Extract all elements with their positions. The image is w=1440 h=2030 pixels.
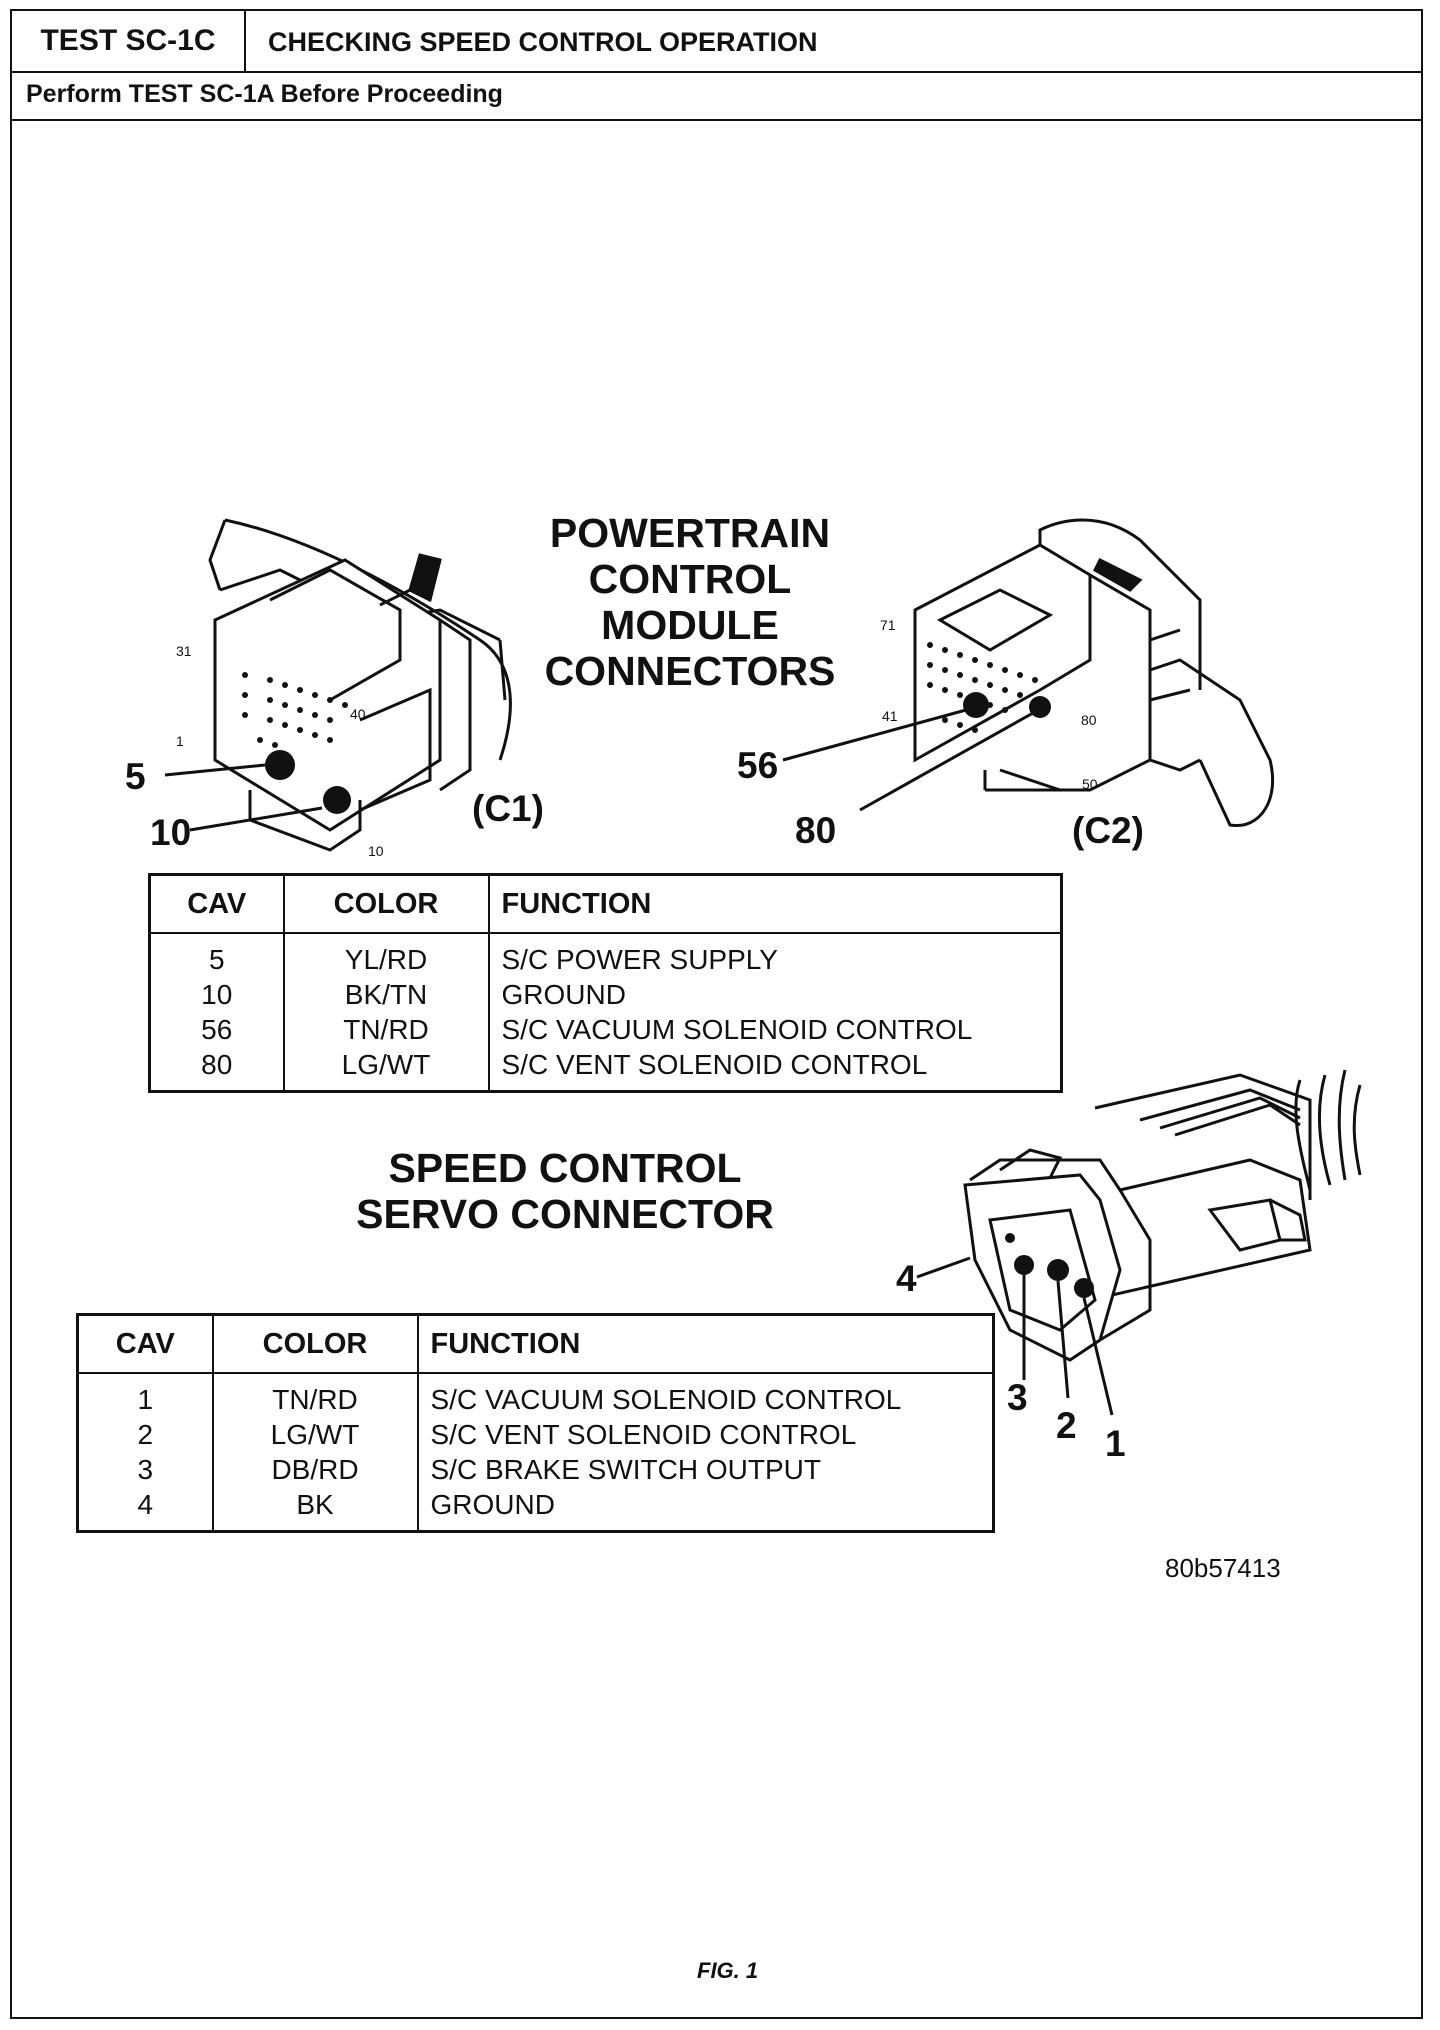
table-cell: YL/RD (344, 944, 428, 975)
table-cell: BK/TN (344, 979, 428, 1010)
pcm-connectors-title: POWERTRAIN CONTROL MODULE CONNECTORS (520, 510, 860, 694)
pcm-color-column: YL/RD BK/TN TN/RD LG/WT (282, 933, 490, 1092)
servo-color-column: TN/RD LG/WT DB/RD BK (211, 1373, 419, 1532)
servo-callout-2: 2 (1056, 1405, 1077, 1446)
table-cell: GROUND (430, 1489, 555, 1520)
pcm-wiring-table: CAV COLOR FUNCTION 5 10 56 80 YL/RD BK/T… (148, 873, 1063, 1093)
table-cell: S/C VENT SOLENOID CONTROL (501, 1049, 928, 1080)
table-cell: S/C BRAKE SWITCH OUTPUT (430, 1454, 821, 1485)
figure-caption: FIG. 1 (697, 1958, 759, 1983)
table-cell: 80 (201, 1049, 233, 1080)
servo-col-cav: CAV (76, 1313, 214, 1374)
c1-pin-10: 10 (368, 843, 384, 859)
c2-pin-41: 41 (882, 708, 898, 724)
table-cell: 5 (208, 944, 225, 975)
table-cell: TN/RD (343, 1014, 429, 1045)
table-cell: TN/RD (272, 1384, 358, 1415)
table-cell: S/C VENT SOLENOID CONTROL (430, 1419, 857, 1450)
c1-callout-5: 5 (125, 756, 146, 797)
c2-callout-80: 80 (795, 810, 837, 851)
c2-pin-80: 80 (1081, 712, 1097, 728)
pcm-col-color: COLOR (282, 873, 490, 934)
c1-callout-10: 10 (150, 812, 192, 853)
table-cell: BK (296, 1489, 334, 1520)
servo-callout-4: 4 (896, 1258, 917, 1299)
c2-callout-56: 56 (737, 745, 779, 786)
servo-cav-column: 1 2 3 4 (76, 1373, 214, 1532)
page-frame: TEST SC-1C CHECKING SPEED CONTROL OPERAT… (10, 9, 1423, 2019)
servo-col-color: COLOR (211, 1313, 419, 1374)
table-cell: DB/RD (271, 1454, 359, 1485)
c2-pin-71: 71 (880, 617, 896, 633)
table-cell: 1 (137, 1384, 154, 1415)
table-cell: 2 (137, 1419, 154, 1450)
servo-callout-3: 3 (1007, 1377, 1028, 1418)
c1-pin-40: 40 (350, 706, 366, 722)
figure-code: 80b57413 (1165, 1553, 1281, 1583)
pcm-title-line-2: CONTROL (588, 556, 792, 602)
pcm-col-function: FUNCTION (487, 873, 1063, 934)
prerequisite-note: Perform TEST SC-1A Before Proceeding (26, 80, 503, 108)
pcm-col-cav: CAV (148, 873, 285, 934)
header-row: TEST SC-1C CHECKING SPEED CONTROL OPERAT… (12, 11, 1421, 73)
table-cell: GROUND (501, 979, 626, 1010)
table-cell: S/C VACUUM SOLENOID CONTROL (501, 1014, 973, 1045)
test-id: TEST SC-1C (12, 11, 246, 71)
servo-col-function: FUNCTION (416, 1313, 995, 1374)
c1-pin-1: 1 (176, 733, 184, 749)
c1-pin-31: 31 (176, 643, 192, 659)
c2-label: (C2) (1072, 810, 1144, 851)
table-cell: 56 (201, 1014, 233, 1045)
pcm-title-line-1: POWERTRAIN (549, 510, 831, 556)
servo-title-line-1: SPEED CONTROL (388, 1145, 742, 1191)
table-cell: S/C POWER SUPPLY (501, 944, 778, 975)
table-cell: 4 (137, 1489, 154, 1520)
subheader-row: Perform TEST SC-1A Before Proceeding (12, 71, 1421, 121)
pcm-function-column: S/C POWER SUPPLY GROUND S/C VACUUM SOLEN… (487, 933, 1063, 1092)
table-cell: 3 (137, 1454, 154, 1485)
pcm-title-line-4: CONNECTORS (544, 648, 836, 694)
table-cell: 10 (201, 979, 233, 1010)
servo-wiring-table: CAV COLOR FUNCTION 1 2 3 4 TN/RD LG/WT D… (76, 1313, 995, 1533)
c1-label: (C1) (472, 788, 544, 829)
servo-function-column: S/C VACUUM SOLENOID CONTROL S/C VENT SOL… (416, 1373, 995, 1532)
table-cell: S/C VACUUM SOLENOID CONTROL (430, 1384, 902, 1415)
table-cell: LG/WT (341, 1049, 431, 1080)
pcm-title-line-3: MODULE (601, 602, 779, 648)
servo-callout-1: 1 (1105, 1423, 1126, 1464)
test-title: CHECKING SPEED CONTROL OPERATION (268, 27, 818, 57)
pcm-cav-column: 5 10 56 80 (148, 933, 285, 1092)
servo-connector-title: SPEED CONTROL SERVO CONNECTOR (330, 1145, 800, 1237)
servo-title-line-2: SERVO CONNECTOR (356, 1191, 774, 1237)
table-cell: LG/WT (270, 1419, 360, 1450)
c2-pin-50: 50 (1082, 776, 1098, 792)
